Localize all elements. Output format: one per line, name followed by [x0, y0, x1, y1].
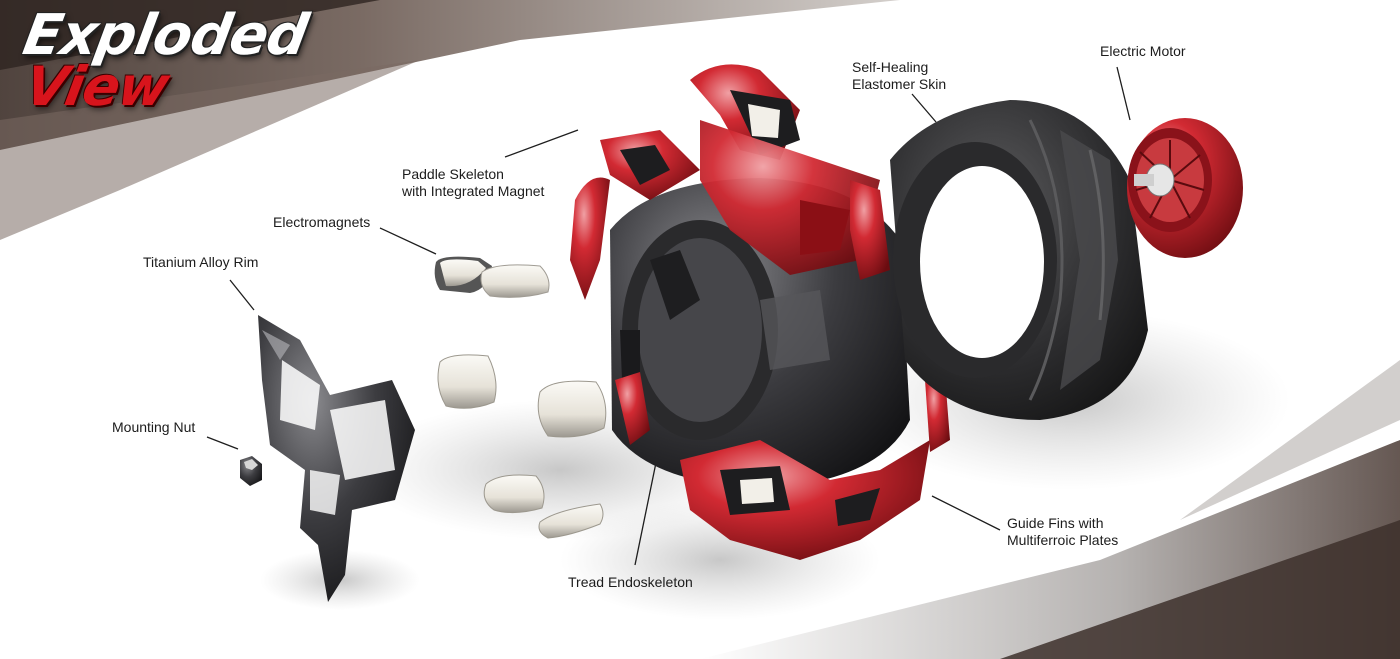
leader-mounting-nut — [206, 436, 239, 450]
leader-skin — [911, 93, 937, 123]
leader-tread-endoskeleton — [634, 447, 660, 566]
titanium-rim-part — [258, 315, 415, 602]
leader-electromagnets — [379, 227, 437, 255]
label-paddle-skeleton-line2: with Integrated Magnet — [402, 183, 545, 199]
elastomer-skin-part — [890, 100, 1148, 420]
label-tread-endoskeleton: Tread Endoskeleton — [568, 574, 693, 590]
label-guide-fins: Guide Fins with Multiferroic Plates — [1007, 515, 1118, 549]
electric-motor-part — [1127, 118, 1243, 258]
label-paddle-skeleton-line1: Paddle Skeleton — [402, 166, 504, 182]
label-guide-fins-line2: Multiferroic Plates — [1007, 532, 1119, 548]
label-titanium-rim: Titanium Alloy Rim — [143, 254, 259, 270]
label-mounting-nut: Mounting Nut — [112, 419, 196, 435]
leader-paddle-skeleton — [504, 129, 579, 158]
label-skin-line2: Elastomer Skin — [852, 76, 947, 92]
leader-electric-motor — [1116, 66, 1131, 121]
leader-guide-fins — [931, 495, 1001, 531]
label-electric-motor: Electric Motor — [1100, 43, 1186, 59]
leader-lines — [206, 66, 1131, 566]
paddle-skeleton-part — [570, 64, 890, 300]
label-skin-line1: Self-Healing — [852, 59, 929, 75]
label-paddle-skeleton: Paddle Skeleton with Integrated Magnet — [402, 166, 544, 200]
label-electromagnets: Electromagnets — [273, 214, 371, 230]
mounting-nut-part — [240, 456, 262, 486]
label-elastomer-skin: Self-Healing Elastomer Skin — [852, 59, 946, 93]
electromagnet-parts — [434, 256, 607, 539]
title-view: View — [20, 55, 174, 118]
label-guide-fins-line1: Guide Fins with — [1007, 515, 1104, 531]
leader-titanium-rim — [229, 279, 255, 311]
